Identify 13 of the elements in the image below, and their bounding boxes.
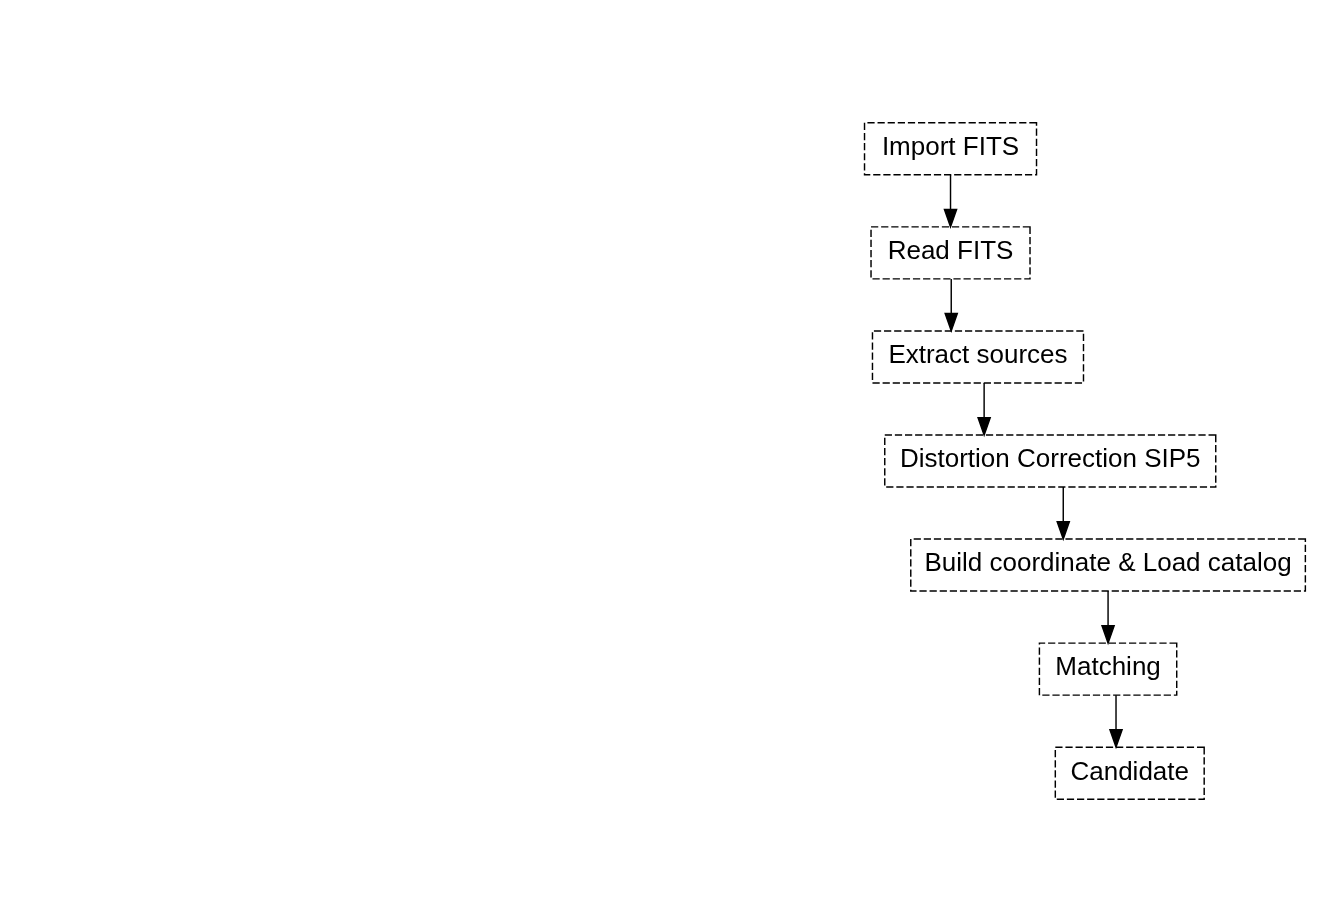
arrow	[1108, 694, 1124, 750]
node-box: Candidate	[1054, 746, 1205, 800]
node-box: Extract sources	[871, 330, 1085, 384]
arrow	[943, 174, 958, 230]
node-box: Distortion Correction SIP5	[884, 434, 1217, 488]
arrow	[977, 382, 992, 438]
node-box: Build coordinate & Load catalog	[910, 538, 1307, 592]
node-box: Matching	[1038, 642, 1178, 696]
node-box: Read FITS	[870, 226, 1031, 280]
node-box: Import FITS	[863, 122, 1038, 176]
arrow	[944, 278, 959, 334]
arrow	[1056, 486, 1071, 542]
arrow	[1100, 590, 1116, 646]
